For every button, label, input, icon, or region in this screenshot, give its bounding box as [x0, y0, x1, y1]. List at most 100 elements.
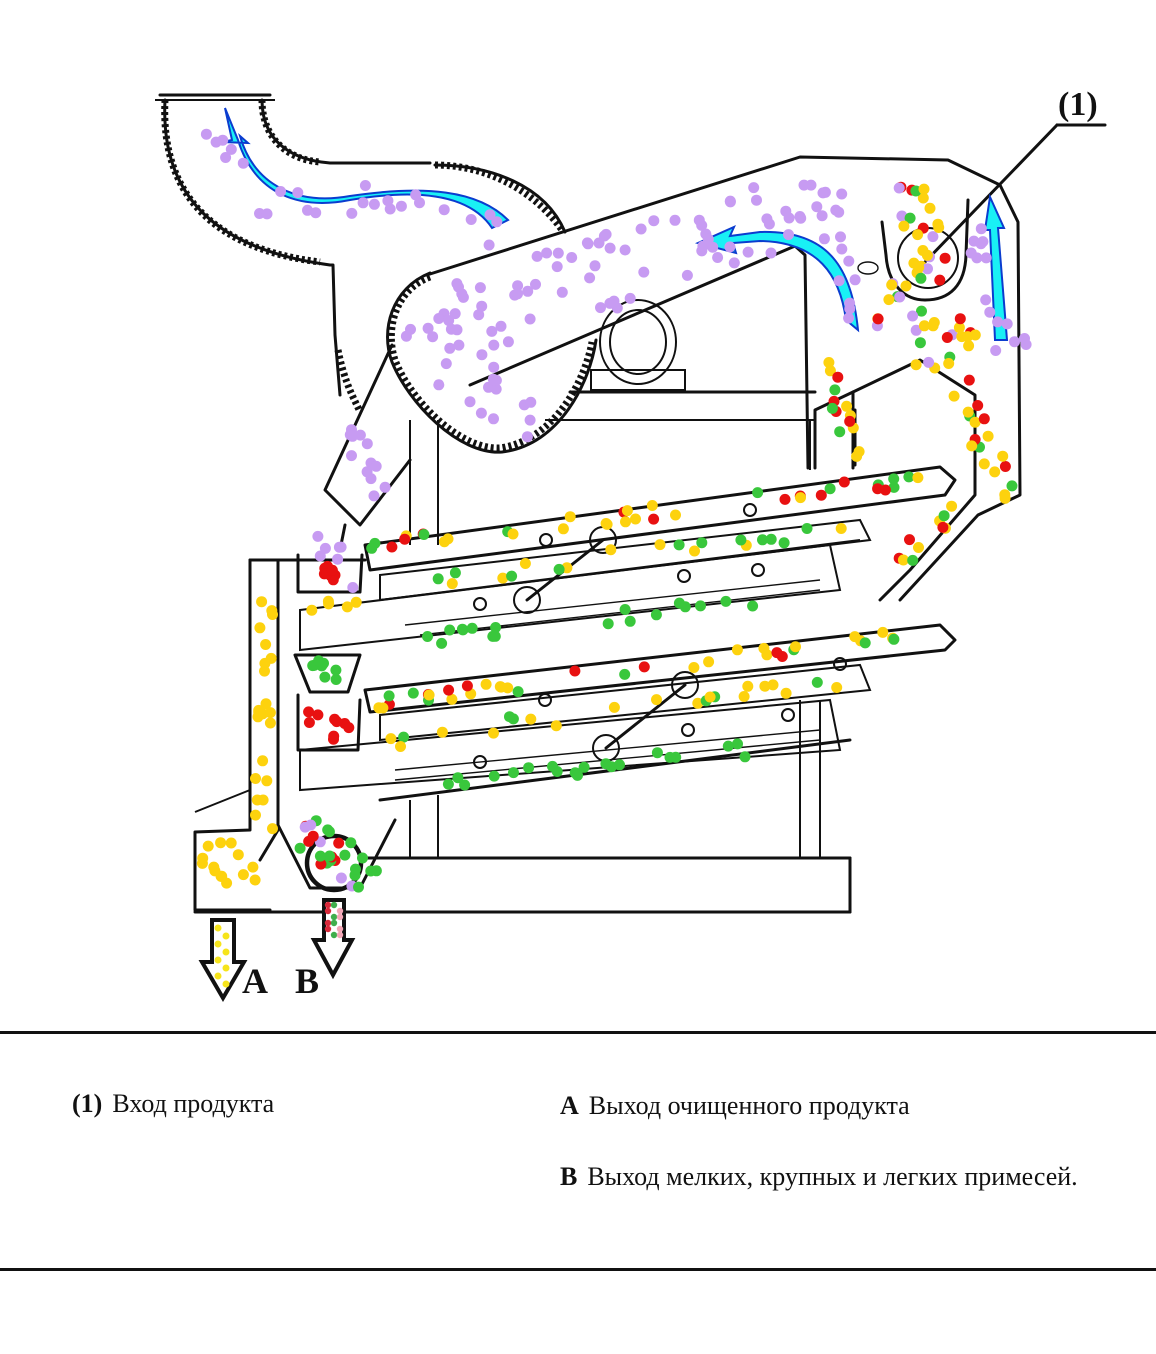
- particle: [898, 220, 910, 232]
- particle: [457, 291, 469, 303]
- particle: [910, 359, 922, 371]
- particle: [790, 641, 801, 653]
- particle: [303, 717, 315, 728]
- particle: [446, 578, 458, 590]
- particle: [927, 231, 939, 243]
- particle: [259, 665, 270, 677]
- particle: [943, 358, 955, 369]
- particle: [214, 940, 222, 948]
- particle: [965, 247, 977, 259]
- particle: [384, 203, 396, 215]
- particle: [314, 850, 326, 862]
- particle: [523, 762, 535, 774]
- particle: [763, 218, 775, 230]
- particle: [256, 596, 268, 608]
- particle: [341, 601, 353, 613]
- particle: [497, 572, 509, 584]
- particle: [326, 564, 338, 576]
- particle: [595, 302, 606, 314]
- particle: [620, 516, 631, 528]
- particle: [648, 215, 660, 227]
- particle: [377, 702, 389, 714]
- particle: [504, 711, 515, 723]
- particle: [361, 438, 373, 450]
- particle: [914, 337, 926, 349]
- particle: [798, 179, 810, 191]
- particle: [646, 500, 658, 511]
- particle: [461, 680, 473, 692]
- inlet-callout: (1): [923, 86, 1107, 264]
- particle: [832, 371, 844, 383]
- particle: [844, 415, 856, 427]
- particle: [989, 466, 1001, 478]
- particle: [214, 972, 222, 980]
- particle: [900, 280, 912, 292]
- particle: [418, 529, 430, 540]
- particle: [600, 758, 612, 770]
- particle: [214, 924, 222, 932]
- particle: [904, 534, 915, 546]
- particle: [923, 356, 935, 368]
- particle: [495, 320, 507, 332]
- particle: [464, 396, 476, 408]
- particle: [621, 505, 633, 517]
- particle: [811, 676, 823, 688]
- particle: [432, 573, 444, 585]
- particle: [601, 518, 613, 530]
- particle: [969, 416, 981, 428]
- particle: [519, 558, 531, 569]
- particle: [795, 212, 807, 224]
- particle: [681, 269, 693, 281]
- particle: [946, 500, 958, 512]
- particle: [386, 541, 398, 553]
- particle: [306, 604, 318, 616]
- separator-diagram: (1): [155, 86, 1107, 1002]
- particle: [368, 198, 380, 210]
- particle: [208, 861, 220, 873]
- particle: [722, 740, 734, 752]
- particle: [422, 322, 434, 334]
- particle: [292, 187, 304, 199]
- particle: [522, 285, 534, 297]
- particle: [215, 837, 227, 849]
- particle: [449, 567, 461, 579]
- particle: [525, 396, 537, 408]
- motor: [545, 299, 817, 421]
- particle: [915, 272, 927, 284]
- particle: [222, 964, 230, 972]
- particle: [1001, 318, 1013, 330]
- particle: [833, 206, 845, 218]
- particle: [654, 539, 666, 551]
- particle: [980, 294, 992, 306]
- particle: [423, 689, 435, 701]
- particle: [779, 493, 791, 505]
- particle: [670, 509, 681, 521]
- particle: [267, 823, 278, 835]
- particle: [604, 297, 616, 309]
- particle: [904, 212, 916, 224]
- particle: [630, 513, 641, 525]
- particle: [598, 230, 610, 242]
- particle: [751, 194, 762, 206]
- particle: [490, 383, 502, 395]
- particle: [922, 263, 933, 275]
- particle: [831, 682, 843, 693]
- particle: [225, 837, 237, 849]
- particle: [883, 294, 895, 306]
- particle: [330, 913, 338, 921]
- particle: [696, 219, 708, 231]
- particle: [512, 686, 524, 698]
- particle: [679, 601, 691, 613]
- airflow-arrow-upper: [694, 225, 860, 333]
- particle: [818, 233, 830, 245]
- particle: [347, 430, 358, 442]
- particle: [474, 282, 486, 294]
- particle: [872, 483, 884, 495]
- upper-air-channel: [323, 155, 1022, 602]
- particle: [608, 701, 620, 713]
- particle: [357, 852, 368, 864]
- particle: [294, 842, 306, 854]
- particle: [978, 458, 990, 470]
- particle: [210, 136, 222, 148]
- particle: [221, 877, 233, 889]
